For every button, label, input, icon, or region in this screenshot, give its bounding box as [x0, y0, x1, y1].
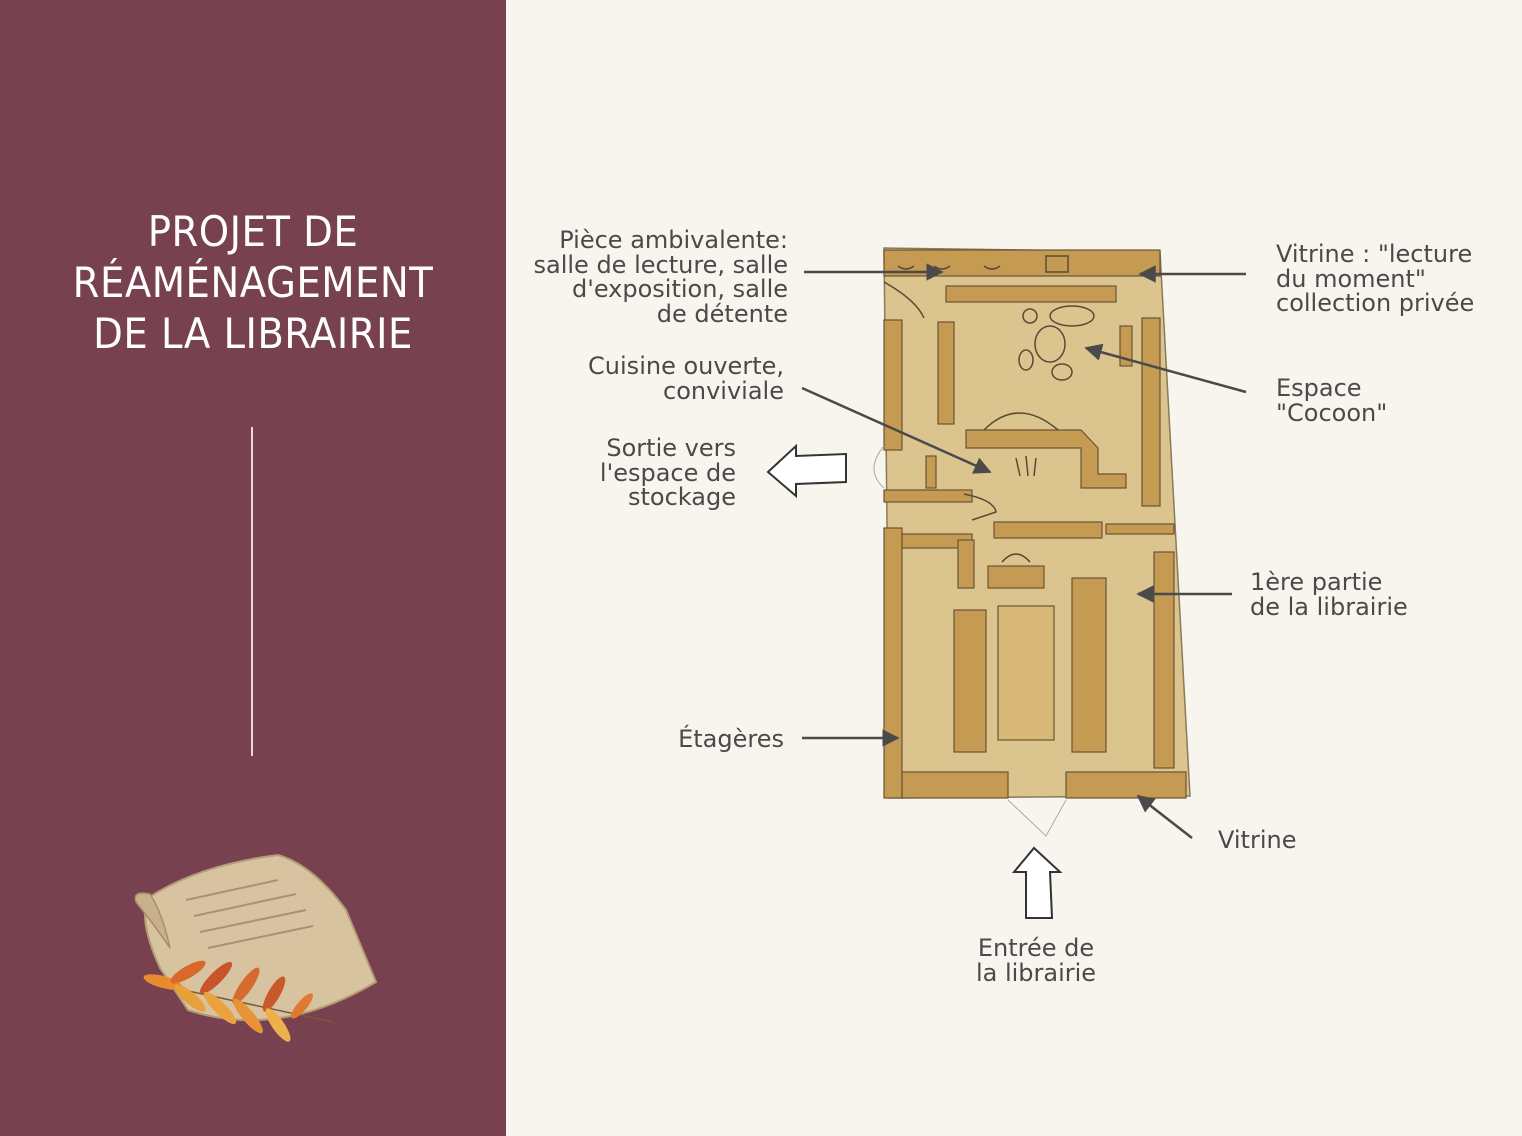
label-vitrine-top-line-3: collection privée	[1276, 289, 1475, 317]
label-sortie: Sortie vers l'espace de stockage	[506, 436, 736, 510]
entrance-arrow-icon	[1011, 846, 1063, 919]
label-premiere-partie: 1ère partie de la librairie	[1250, 570, 1408, 619]
label-piece-line-4: de détente	[656, 299, 788, 328]
divider-line	[251, 427, 253, 756]
label-sortie-line-2: l'espace de	[599, 458, 736, 487]
label-sortie-line-1: Sortie vers	[606, 434, 736, 462]
label-entree-line-2: la librairie	[975, 958, 1097, 987]
label-entree-line-1: Entrée de	[977, 934, 1095, 962]
label-cuisine-line-2: conviviale	[663, 376, 784, 405]
label-vitrine-top: Vitrine : "lecture du moment" collection…	[1276, 242, 1474, 316]
label-piece-line-1: Pièce ambivalente:	[559, 226, 788, 254]
arrow-cocoon	[1084, 343, 1247, 394]
scroll-leaves-illustration	[134, 853, 378, 1042]
title-line-2: RÉAMÉNAGEMENT	[72, 258, 434, 307]
label-sortie-line-3: stockage	[628, 483, 736, 511]
label-etageres-line-1: Étagères	[678, 725, 784, 753]
label-cocoon: Espace "Cocoon"	[1276, 376, 1387, 425]
label-vitrine-bottom: Vitrine	[1218, 828, 1296, 853]
floor-plan-area: Pièce ambivalente: salle de lecture, sal…	[506, 0, 1522, 1136]
label-vitrine-top-line-1: Vitrine : "lecture	[1276, 240, 1473, 268]
sidebar: PROJET DE RÉAMÉNAGEMENT DE LA LIBRAIRIE	[0, 0, 506, 1136]
label-partie-line-1: 1ère partie	[1250, 568, 1383, 596]
label-partie-line-2: de la librairie	[1250, 592, 1408, 621]
label-cuisine-line-1: Cuisine ouverte,	[588, 352, 784, 380]
label-piece-line-3: d'exposition, salle	[571, 275, 788, 303]
floor-plan	[766, 247, 1247, 919]
label-entree: Entrée de la librairie	[936, 936, 1136, 985]
label-cuisine: Cuisine ouverte, conviviale	[506, 354, 784, 403]
arrow-cuisine	[801, 386, 992, 474]
label-cocoon-line-1: Espace	[1276, 374, 1362, 402]
label-vitrine-top-line-2: du moment"	[1276, 264, 1426, 293]
exit-arrow-icon	[766, 443, 847, 499]
label-etageres: Étagères	[506, 727, 784, 752]
label-piece-ambivalente: Pièce ambivalente: salle de lecture, sal…	[506, 226, 789, 328]
title-line-1: PROJET DE	[147, 207, 359, 256]
label-vitrine-bottom-line-1: Vitrine	[1218, 826, 1297, 854]
page-title: PROJET DE RÉAMÉNAGEMENT DE LA LIBRAIRIE	[20, 206, 486, 359]
arrow-vitrine-bottom	[1136, 794, 1193, 839]
label-piece-line-2: salle de lecture, salle	[533, 250, 789, 279]
label-cocoon-line-2: "Cocoon"	[1276, 398, 1388, 427]
title-line-3: DE LA LIBRAIRIE	[93, 309, 413, 358]
